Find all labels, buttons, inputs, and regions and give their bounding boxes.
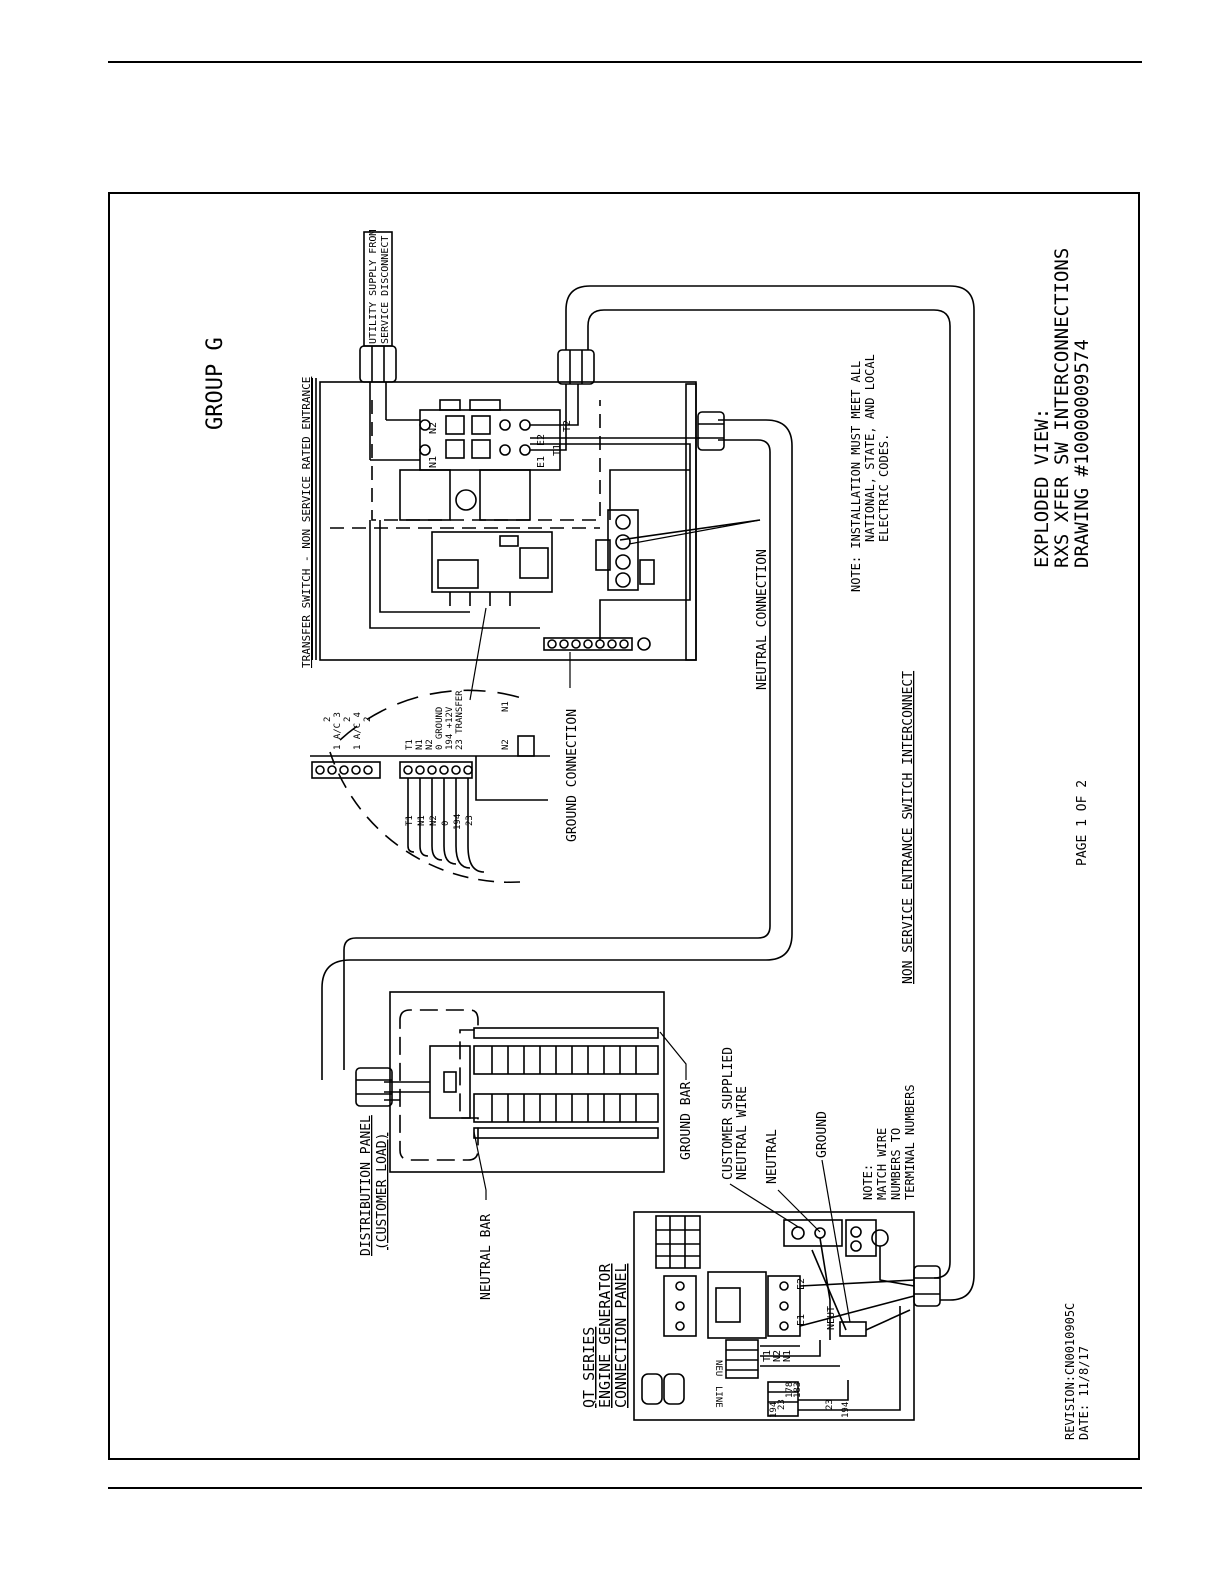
detail-wire-n2: N2 [429,815,439,826]
qt-series-line2: ENGINE GENERATOR [596,1263,614,1408]
detail-label-transfer: 23 TRANSFER [455,690,465,750]
detail-label-ac4: 1 A/C 4 [353,712,363,750]
neutral-leader-label: NEUTRAL [765,1129,780,1184]
neutral-lug-block [595,509,655,591]
customer-supplied-line1: CUSTOMER SUPPLIED [721,1047,736,1180]
switch-internal-wiring [369,384,761,640]
gen-label-n1: N1 [782,1350,793,1362]
transfer-switch-title: TRANSFER SWITCH - NON SERVICE RATED ENTR… [300,377,313,668]
detail-n2-label: N2 [501,739,511,750]
controller-board [431,531,553,606]
gen-terminal-23: 23 [777,1399,787,1410]
neutral-bar-label: NEUTRAL BAR [479,1214,494,1300]
gen-label-t1: T1 [762,1350,773,1362]
distribution-panel-line2: (CUSTOMER LOAD) [375,1133,390,1250]
generator-wiring [760,1237,915,1411]
qt-series-line1: QT SERIES [580,1327,598,1408]
terminal-t2: T2 [562,420,573,432]
terminal-e1: E1 [536,456,547,468]
rotated-labels: GROUP G UTILITY SUPPLY FROM SERVICE DISC… [203,230,1093,1440]
qt-series-line3: CONNECTION PANEL [612,1264,630,1409]
utility-supply-line1: UTILITY SUPPLY FROM [368,230,379,344]
detail-wire-n1: N1 [417,815,427,826]
detail-wire-t1: T1 [405,815,415,826]
detail-label-2b: 2 [343,717,353,722]
revision-line1: REVISION:CN0010905C [1063,1303,1077,1440]
detail-wire-23: 23 [465,815,475,826]
detail-label-n2: N2 [425,739,435,750]
note-install-line1: NOTE: INSTALLATION MUST MEET ALL [849,361,863,592]
exploded-view-line1: EXPLODED VIEW: [1031,408,1053,568]
distribution-panel-line1: DISTRIBUTION PANEL [359,1115,374,1256]
gen-label-line: LINE [713,1386,723,1408]
gen-label-neu: NEU [713,1360,723,1376]
detail-label-t1: T1 [405,739,415,750]
transfer-switch-enclosure [311,378,697,661]
ground-bar-label: GROUND BAR [679,1082,694,1160]
panel-entry-fitting [355,1067,393,1107]
gen-label-neut: NEUT [826,1306,837,1330]
gen-terminal-183: 183 [793,1382,803,1398]
top-rule [108,61,1142,63]
drawing-frame [108,192,1140,1460]
detail-wire-0: 0 [441,821,451,826]
interconnect-title: NON SERVICE ENTRANCE SWITCH INTERCONNECT [901,671,916,984]
detail-label-2c: 2 [363,717,373,722]
terminal-e2: E2 [536,434,547,446]
note-install-line2: NATIONAL, STATE, AND LOCAL [863,354,877,542]
gen-label-e2: E2 [796,1278,807,1290]
panel-leaders [473,1031,687,1200]
note-match-line1: NOTE: [861,1164,875,1200]
ground-connection-label: GROUND CONNECTION [565,709,580,842]
gen-terminal-194: 194 [769,1402,779,1418]
revision-line2: DATE: 11/8/17 [1077,1346,1091,1440]
note-match-line2: MATCH WIRE [875,1128,889,1200]
switch-ground-bar [543,637,651,651]
detail-label-ac3: 1 A/C 3 [333,712,343,750]
utility-entry-fitting [359,231,397,460]
gen-wire-23: 23 [825,1399,835,1410]
gen-label-e1: E1 [796,1314,807,1326]
conduit-switch-to-panel [321,419,793,1080]
detail-wire-194: 194 [453,814,463,830]
detail-label-ground: 0 GROUND [435,707,445,750]
generator-leaders [729,1159,851,1323]
note-match-line3: NUMBERS TO [889,1128,903,1200]
generator-panel [633,1211,915,1421]
neutral-connection-label: NEUTRAL CONNECTION [755,549,770,690]
contactor [399,399,561,521]
detail-label-n1: N1 [415,739,425,750]
exploded-view-line2: RXS XFER SW INTERCONNECTIONS [1051,248,1073,568]
leader-lines [469,519,761,701]
gen-wire-194: 194 [841,1402,851,1418]
detail-label-2a: 2 [323,717,333,722]
terminal-n2: N2 [428,422,439,434]
terminal-t1: T1 [552,444,563,456]
gen-terminal-178: 178 [785,1382,795,1398]
utility-supply-line2: SERVICE DISCONNECT [380,236,391,344]
gen-label-n2: N2 [772,1350,783,1362]
note-match-line4: TERMINAL NUMBERS [903,1084,917,1200]
generator-entry-fitting [913,1265,941,1307]
detail-label-12v: 194 +12V [445,706,455,750]
distribution-panel [384,991,665,1173]
page-number: PAGE 1 OF 2 [1075,780,1090,866]
ground-leader-label: GROUND [815,1111,830,1158]
note-install-line3: ELECTRIC CODES. [877,434,891,542]
right-conduit-fitting [697,411,725,451]
bottom-rule [108,1487,1142,1489]
customer-supplied-line2: NEUTRAL WIRE [735,1086,750,1180]
conduit-top-to-generator [565,285,975,1301]
detail-circle [310,689,550,884]
detail-n1-label: N1 [501,701,511,712]
exploded-view-line3: DRAWING #10000009574 [1071,339,1093,568]
top-conduit-fitting [557,349,595,385]
terminal-n1: N1 [428,456,439,468]
group-title: GROUP G [203,337,228,430]
